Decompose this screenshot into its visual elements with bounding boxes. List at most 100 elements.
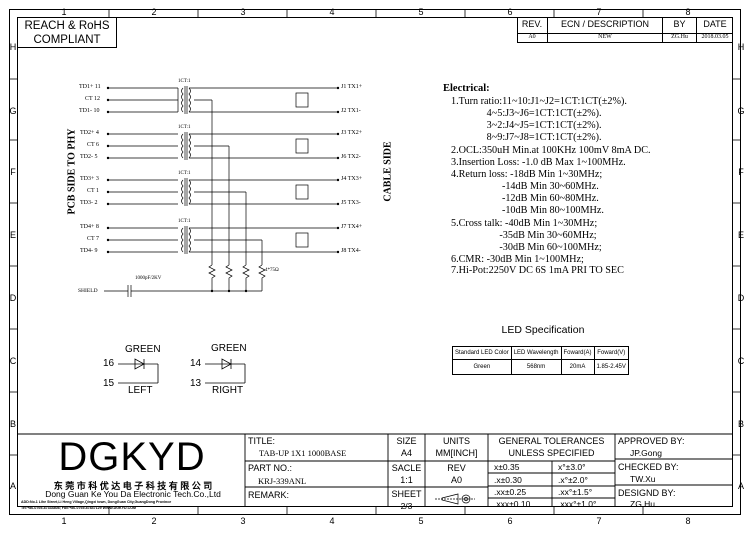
date-value: 2018.03.05 xyxy=(701,34,729,40)
part-label: PART NO.: xyxy=(248,463,293,473)
zone-col: 5 xyxy=(418,7,424,17)
shield-label: SHIELD xyxy=(78,288,98,294)
compliance-line1: REACH & RoHS xyxy=(24,20,110,32)
zone-row: A xyxy=(737,481,744,491)
zone-col: 2 xyxy=(151,516,157,526)
company-contact: Tel:+86-0769-87334808; Fax:+86-0769-8784… xyxy=(21,506,136,510)
zone-col: 7 xyxy=(596,516,602,526)
pin-label: TD3- 2 xyxy=(80,200,98,206)
spec-line: 5.Cross talk: -40dB Min 1~30MHz; xyxy=(451,218,598,229)
company-address: ADD:No.1 Lihe Street,Li Heng Village,Qin… xyxy=(21,500,172,504)
spec-line: 2.OCL:350uH Min.at 100KHz 100mV 8mA DC. xyxy=(451,145,651,156)
pin-label: TD2- 5 xyxy=(80,154,98,160)
revision-grid xyxy=(517,17,733,43)
pin-label: TD3+ 3 xyxy=(80,176,99,182)
rev-header: REV. xyxy=(521,19,543,29)
pin-label: CT 1 xyxy=(87,188,100,194)
pin-label: J2 TX1- xyxy=(341,108,361,114)
led-spec-title: LED Specification xyxy=(501,324,585,336)
zone-col: 1 xyxy=(61,7,67,17)
led-left-pin-b: 15 xyxy=(103,378,115,389)
led-left: GREEN 16 15 LEFT xyxy=(100,342,190,402)
electrical-title: Electrical: xyxy=(443,83,490,94)
ratio-label: 1CT:1 xyxy=(178,125,191,130)
tolerance-angular: x°±3.0° xyxy=(558,462,586,472)
pin-label: J6 TX2- xyxy=(341,154,361,160)
zone-col: 6 xyxy=(507,7,513,17)
rev-label: REV xyxy=(447,463,466,473)
part-value: KRJ-339ANL xyxy=(258,476,307,486)
spec-line: -10dB Min 80~100MHz. xyxy=(451,205,604,216)
size-label: SIZE xyxy=(396,436,417,446)
pin-label: J4 TX3+ xyxy=(341,176,363,182)
zone-row: C xyxy=(9,356,17,366)
transformer-schematic: PCB SIDE TO PHY CABLE SIDE TD1+ 11 CT 12… xyxy=(0,0,430,310)
spec-line: -35dB Min 30~60MHz; xyxy=(451,230,597,241)
tolerance-angular: .xxx°±1.0° xyxy=(558,499,597,509)
zone-row: G xyxy=(9,106,17,116)
tolerance-heading-1: GENERAL TOLERANCES xyxy=(498,436,605,446)
zone-row: F xyxy=(738,167,744,177)
tolerance-linear: .xx±0.25 xyxy=(494,487,527,497)
led-right: GREEN 14 13 RIGHT xyxy=(187,342,277,402)
pin-label: TD1+ 11 xyxy=(79,84,101,90)
zone-row: H xyxy=(9,42,17,52)
size-value: A4 xyxy=(400,448,412,458)
tolerance-linear: .x±0.30 xyxy=(494,475,522,485)
zone-row: E xyxy=(9,230,16,240)
led-table-header: Standard LED Color LED Wavelength Foward… xyxy=(452,346,629,360)
checked-value: TW.Xu xyxy=(630,474,656,484)
led-left-pin-a: 16 xyxy=(103,358,115,369)
pin-label: TD4- 9 xyxy=(80,248,98,254)
pin-label: CT 6 xyxy=(87,142,100,148)
spec-line: -12dB Min 60~80MHz. xyxy=(451,193,599,204)
company-name-en: Dong Guan Ke You Da Electronic Tech.Co.,… xyxy=(45,489,221,499)
spec-line: 3~2:J4~J5=1CT:1CT(±2%). xyxy=(451,120,602,131)
led-spec-table: Standard LED Color LED Wavelength Foward… xyxy=(452,346,629,375)
approved-value: JP.Gong xyxy=(630,448,662,458)
zone-col: 5 xyxy=(418,516,424,526)
led-right-pin-b: 13 xyxy=(190,378,202,389)
tolerance-angular: .x°±2.0° xyxy=(558,475,588,485)
scale-label: SACLE xyxy=(391,463,422,473)
projection-symbol xyxy=(435,493,475,505)
led-right-pin-a: 14 xyxy=(190,358,202,369)
pin-label: J1 TX1+ xyxy=(341,84,363,90)
zone-col: 8 xyxy=(685,7,691,17)
led-table-row: Green 568nm 20mA 1.85-2.45V xyxy=(452,359,629,375)
pin-label: CT 12 xyxy=(85,96,101,102)
spec-line: 1.Turn ratio:11~10:J1~J2=1CT:1CT(±2%). xyxy=(451,96,627,107)
tolerance-angular: .xx°±1.5° xyxy=(558,487,593,497)
spec-line: -30dB Min 60~100MHz; xyxy=(451,242,602,253)
pin-label: TD1- 10 xyxy=(79,108,100,114)
zone-row: G xyxy=(737,106,745,116)
spec-line: 4.Return loss: -18dB Min 1~30MHz; xyxy=(451,169,603,180)
by-header: BY xyxy=(673,19,686,29)
units-label: UNITS xyxy=(443,436,470,446)
drawing-frame xyxy=(9,9,741,515)
checked-label: CHECKED BY: xyxy=(618,462,679,472)
spec-line: 3.Insertion Loss: -1.0 dB Max 1~100MHz. xyxy=(451,157,626,168)
spec-line: 7.Hi-Pot:2250V DC 6S 1mA PRI TO SEC xyxy=(451,265,624,276)
zone-row: F xyxy=(10,167,16,177)
title-value: TAB-UP 1X1 1000BASE xyxy=(259,448,347,458)
led-right-color: GREEN xyxy=(211,343,247,354)
zone-col: 1 xyxy=(61,516,67,526)
diode-symbol-left xyxy=(118,358,159,384)
led-left-label: LEFT xyxy=(128,385,153,396)
pin-label: TD2+ 4 xyxy=(80,130,99,136)
ratio-label: 1CT:1 xyxy=(178,79,191,84)
rev-value: A0 xyxy=(450,475,462,485)
compliance-box: REACH & RoHS COMPLIANT xyxy=(17,17,117,48)
zone-row: H xyxy=(737,42,745,52)
capacitor-label: 1000pF/2KV xyxy=(135,276,162,281)
pin-label: J7 TX4+ xyxy=(341,224,363,230)
spec-line: 8~9:J7~J8=1CT:1CT(±2%). xyxy=(451,132,602,143)
zone-col: 4 xyxy=(329,7,335,17)
pin-label: J8 TX4- xyxy=(341,248,361,254)
compliance-line2: COMPLIANT xyxy=(33,34,101,46)
design-label: DESIGND BY: xyxy=(618,488,676,498)
company-logo: DGKYD xyxy=(58,435,206,479)
zone-row: C xyxy=(737,356,745,366)
